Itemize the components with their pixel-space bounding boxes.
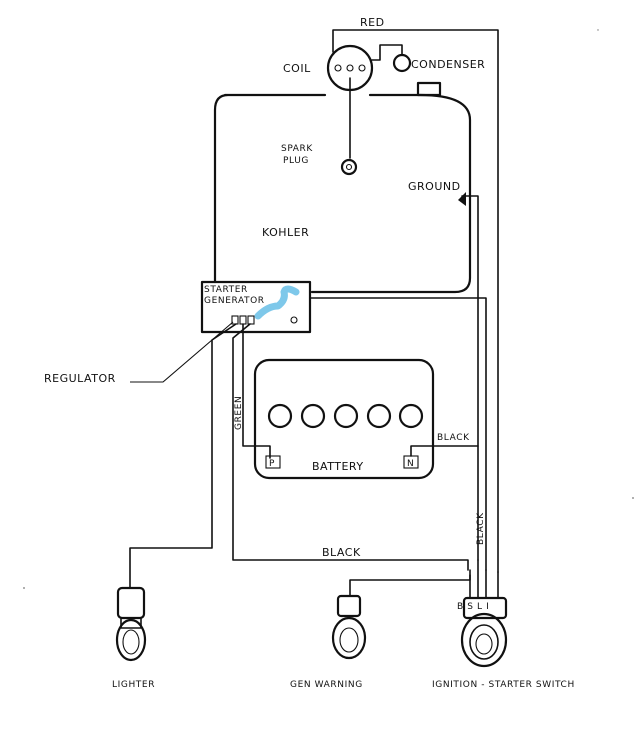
gen-warning-wire xyxy=(349,569,471,597)
label-battery-p: P xyxy=(269,459,275,469)
regulator-leader xyxy=(130,321,234,383)
label-spark-2: PLUG xyxy=(283,156,309,166)
green-wire xyxy=(242,323,271,459)
label-battery-n: N xyxy=(407,459,414,469)
red-wire xyxy=(332,29,499,573)
ignition-starter-switch-icon xyxy=(460,596,508,668)
label-gen-warning: GEN WARNING xyxy=(290,680,363,690)
generator-output-wire xyxy=(309,297,487,571)
starter-generator-terminals xyxy=(231,315,298,325)
battery-box xyxy=(253,358,435,480)
label-lighter: LIGHTER xyxy=(112,680,155,690)
engine-terminal-block xyxy=(416,81,442,97)
condenser-icon xyxy=(371,44,412,73)
ground-arrow-icon xyxy=(458,192,466,206)
spark-plug-icon xyxy=(340,158,358,176)
label-ground: GROUND xyxy=(408,180,461,193)
lighter-feed-wire xyxy=(129,323,237,589)
label-generator: GENERATOR xyxy=(204,296,265,306)
label-black-battery: BLACK xyxy=(437,433,470,443)
label-black-bottom: BLACK xyxy=(322,546,361,559)
label-kohler: KOHLER xyxy=(262,226,309,239)
starter-generator-box xyxy=(200,280,312,334)
battery-black-wire xyxy=(410,445,479,457)
engine-outline xyxy=(213,93,472,294)
label-spark-1: SPARK xyxy=(281,144,313,154)
label-starter: STARTER xyxy=(204,285,248,295)
label-switch-terminals: B S L I xyxy=(457,602,489,612)
ground-wire xyxy=(461,195,479,561)
lighter-icon xyxy=(115,586,147,662)
label-battery: BATTERY xyxy=(312,460,364,473)
scan-specks xyxy=(23,29,634,589)
label-black-vertical: BLACK xyxy=(476,512,486,545)
battery-positive-terminal xyxy=(265,455,281,469)
gen-warning-light-icon xyxy=(331,594,367,660)
label-green: GREEN xyxy=(234,396,244,430)
highlight-mark xyxy=(254,285,300,320)
black-feed-wire xyxy=(232,323,469,571)
label-condenser: CONDENSER xyxy=(411,58,485,71)
label-red: RED xyxy=(360,16,385,29)
label-ignition-starter-switch: IGNITION - STARTER SWITCH xyxy=(432,680,575,690)
battery-cells xyxy=(267,403,424,429)
label-regulator: REGULATOR xyxy=(44,372,116,385)
label-coil: COIL xyxy=(283,62,311,75)
